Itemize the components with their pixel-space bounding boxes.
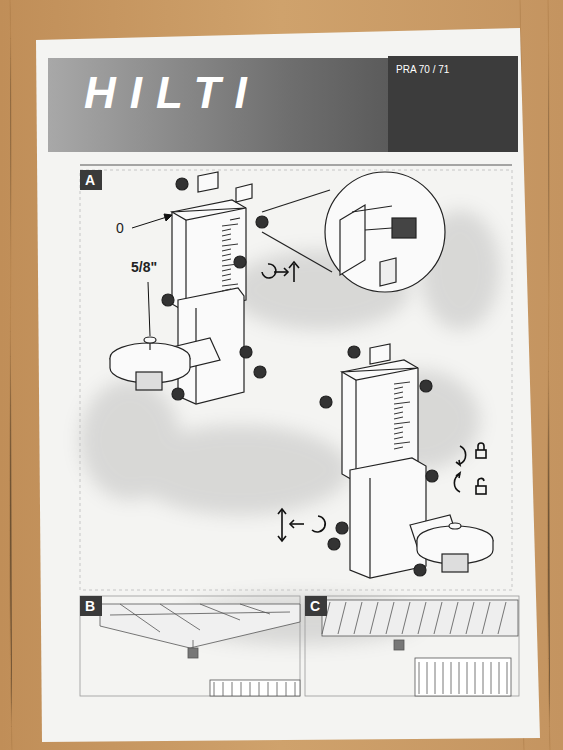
stroke bbox=[394, 417, 403, 419]
stroke bbox=[419, 662, 420, 694]
section-letter: C bbox=[310, 598, 322, 614]
paper-sheet bbox=[36, 28, 540, 742]
wood-grain bbox=[10, 0, 550, 750]
stroke bbox=[370, 602, 378, 634]
logo-text: HILTI bbox=[84, 68, 394, 118]
thread-size-label: 5/8" bbox=[131, 259, 157, 275]
panel-b-ceiling bbox=[100, 604, 300, 696]
model-box: PRA 70 / 71 bbox=[388, 56, 518, 152]
stroke bbox=[277, 682, 278, 696]
stroke bbox=[499, 662, 500, 694]
stroke bbox=[483, 662, 484, 694]
bracket-left bbox=[110, 172, 268, 404]
stroke bbox=[418, 602, 426, 634]
stroke bbox=[222, 254, 231, 256]
stroke bbox=[394, 427, 403, 429]
stroke bbox=[286, 682, 287, 696]
stroke bbox=[394, 442, 410, 444]
stroke bbox=[402, 602, 410, 634]
stroke bbox=[222, 274, 231, 276]
stroke bbox=[394, 392, 403, 394]
stroke bbox=[394, 412, 403, 414]
stroke bbox=[394, 407, 403, 409]
leader-lines bbox=[132, 214, 172, 336]
stroke bbox=[222, 289, 231, 291]
stroke bbox=[222, 229, 231, 231]
stroke bbox=[214, 682, 215, 696]
zero-mark-label: 0 bbox=[116, 220, 124, 236]
stroke bbox=[394, 382, 410, 384]
stroke bbox=[295, 682, 296, 696]
stroke bbox=[394, 397, 403, 399]
stroke bbox=[394, 437, 403, 439]
stroke bbox=[250, 682, 251, 696]
section-tag: A bbox=[80, 170, 102, 190]
stroke bbox=[498, 602, 506, 634]
panel-c-ceiling bbox=[322, 600, 518, 696]
lock-symbols bbox=[278, 443, 486, 541]
stroke bbox=[394, 387, 403, 389]
logo-band: HILTI bbox=[48, 58, 394, 152]
section-tag: C bbox=[305, 596, 327, 616]
stroke bbox=[232, 682, 233, 696]
stroke bbox=[427, 662, 428, 694]
stroke bbox=[222, 234, 231, 236]
stroke bbox=[222, 244, 238, 246]
stroke bbox=[394, 432, 403, 434]
bracket-right bbox=[320, 344, 493, 578]
stroke bbox=[259, 682, 260, 696]
stroke bbox=[507, 662, 508, 694]
stroke bbox=[435, 662, 436, 694]
stroke bbox=[241, 682, 242, 696]
stroke bbox=[394, 402, 410, 404]
model-number: PRA 70 / 71 bbox=[396, 64, 518, 75]
stroke bbox=[222, 259, 231, 261]
stroke bbox=[386, 602, 394, 634]
scale-ticks bbox=[222, 224, 238, 291]
stroke bbox=[222, 269, 231, 271]
stroke bbox=[467, 662, 468, 694]
stroke bbox=[394, 447, 403, 449]
section-letter: B bbox=[85, 598, 97, 614]
frame-line bbox=[80, 165, 512, 166]
section-tag: B bbox=[80, 596, 102, 616]
stroke bbox=[434, 602, 442, 634]
stroke bbox=[475, 662, 476, 694]
stroke bbox=[394, 422, 410, 424]
smudges bbox=[80, 210, 500, 645]
stroke bbox=[222, 284, 238, 286]
stroke bbox=[443, 662, 444, 694]
stroke bbox=[459, 662, 460, 694]
section-letter: A bbox=[85, 172, 97, 188]
stroke bbox=[223, 682, 224, 696]
stroke bbox=[222, 224, 238, 226]
stroke bbox=[338, 602, 346, 634]
stroke bbox=[268, 682, 269, 696]
panel-b-frame bbox=[80, 596, 300, 696]
stroke bbox=[354, 602, 362, 634]
stroke bbox=[482, 602, 490, 634]
stroke bbox=[466, 602, 474, 634]
detail-magnifier bbox=[262, 172, 445, 292]
stroke bbox=[491, 662, 492, 694]
stroke bbox=[222, 239, 231, 241]
panel-a-frame bbox=[80, 170, 512, 590]
stroke bbox=[222, 279, 231, 281]
stroke bbox=[450, 602, 458, 634]
panel-c-frame bbox=[305, 596, 519, 696]
scale-ticks bbox=[394, 382, 410, 449]
adjust-arrows bbox=[262, 262, 299, 282]
stroke bbox=[222, 249, 231, 251]
stroke bbox=[451, 662, 452, 694]
stroke bbox=[222, 264, 238, 266]
